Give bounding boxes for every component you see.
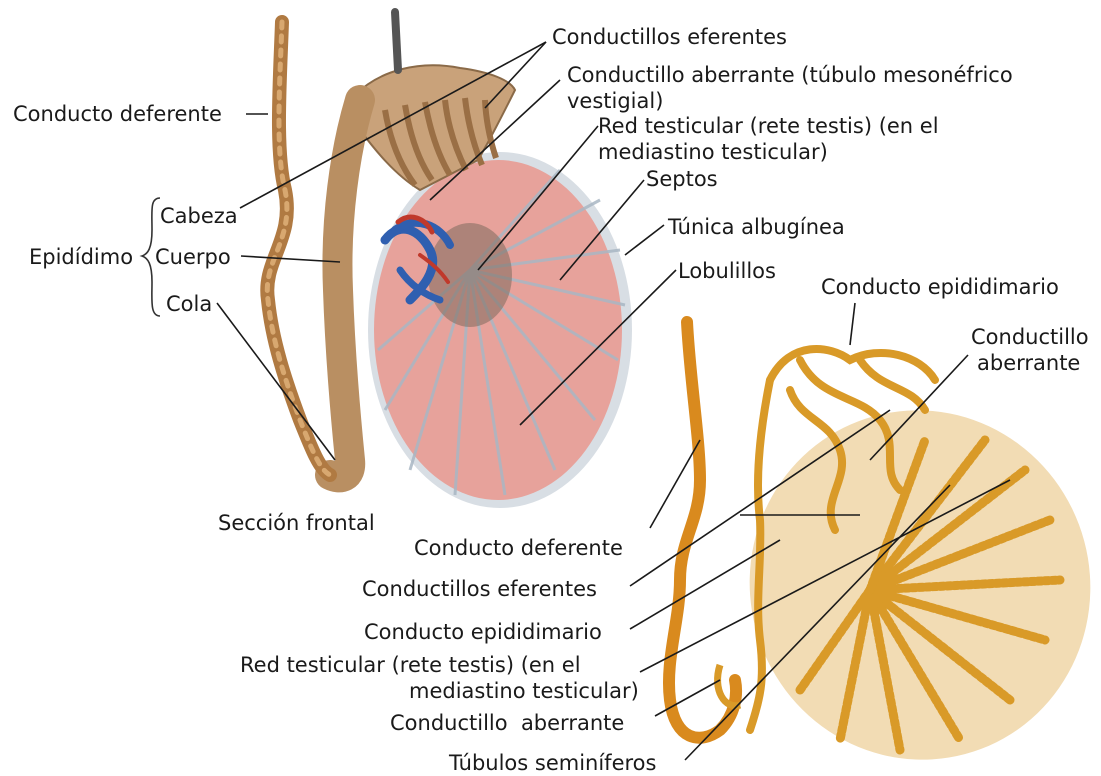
label-cuerpo: Cuerpo [155, 244, 231, 270]
label-conductillo-aberrante-top-line2: vestigial) [567, 88, 663, 114]
label-lobulillos: Lobulillos [678, 258, 776, 284]
label-conductillo-aberrante-bottom: Conductillo aberrante [390, 710, 624, 736]
label-conducto-epididimario-bottom: Conducto epididimario [364, 619, 602, 645]
label-conductillo-aberrante-right-line2: aberrante [977, 350, 1080, 376]
label-tunica-albuginea: Túnica albugínea [668, 214, 845, 240]
label-conducto-epididimario-top: Conducto epididimario [821, 274, 1059, 300]
label-cabeza: Cabeza [160, 203, 238, 229]
label-conductillos-eferentes-top: Conductillos eferentes [552, 24, 787, 50]
label-septos: Septos [646, 166, 718, 192]
label-red-testicular-top-line2: mediastino testicular) [598, 139, 828, 165]
vas-deferens-right [669, 322, 736, 738]
label-red-testicular-bottom-line2: mediastino testicular) [409, 678, 639, 704]
label-seccion-frontal: Sección frontal [218, 510, 375, 536]
label-conductillos-eferentes-bottom: Conductillos eferentes [362, 576, 597, 602]
label-conductillo-aberrante-right-line1: Conductillo [971, 324, 1089, 350]
label-red-testicular-bottom-line1: Red testicular (rete testis) (en el [240, 652, 581, 678]
label-red-testicular-top-line1: Red testicular (rete testis) (en el [598, 113, 939, 139]
label-conductillo-aberrante-top-line1: Conductillo aberrante (túbulo mesonéfric… [567, 62, 1013, 88]
spermatic-cord-stub [395, 12, 398, 70]
label-epididimo: Epidídimo [29, 244, 133, 270]
label-tubulos-seminiferos: Túbulos seminíferos [449, 750, 656, 776]
label-cola: Cola [166, 291, 212, 317]
label-conducto-deferente-top: Conducto deferente [13, 101, 222, 127]
duct-system-illustration [669, 322, 1101, 776]
label-conducto-deferente-bottom: Conducto deferente [414, 535, 623, 561]
